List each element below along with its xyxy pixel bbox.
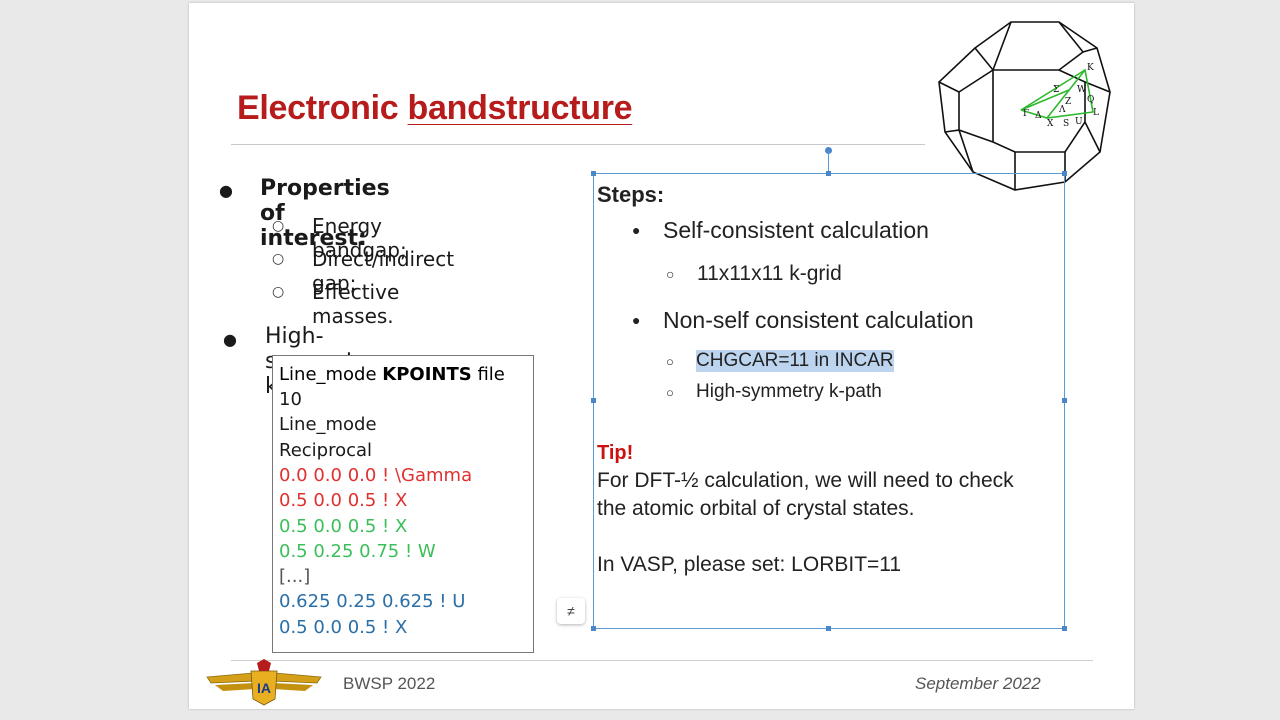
sub-bullet-circle: ○	[666, 266, 675, 282]
steps-heading: Steps:	[597, 182, 665, 207]
resize-handle-bc[interactable]	[826, 626, 831, 631]
step-kgrid: 11x11x11 k-grid	[697, 262, 842, 285]
k-path-lines	[1020, 68, 1094, 119]
sub-item-energy-bandgap: Energy bandgap;	[312, 214, 407, 262]
sub-bullet-circle: ○	[666, 354, 674, 369]
footer-event: BWSP 2022	[343, 674, 436, 693]
bullet-dot: ●	[219, 181, 233, 200]
rotate-handle[interactable]	[825, 147, 832, 154]
label-u: U	[1075, 117, 1083, 127]
label-q: Q	[1087, 95, 1094, 105]
label-lambda: Λ	[1058, 105, 1066, 115]
kpoints-line: Line_mode	[279, 414, 377, 436]
label-gamma: Γ	[1023, 109, 1029, 119]
kpoints-line: 10	[279, 389, 302, 410]
title-word-bandstructure: bandstructure	[407, 89, 633, 127]
step-self-consistent: Self-consistent calculation	[663, 217, 929, 243]
bullet-dot: ●	[223, 330, 237, 349]
resize-handle-tl[interactable]	[591, 171, 596, 176]
slide: Electronic bandstructure K W	[189, 3, 1134, 709]
resize-handle-tr[interactable]	[1062, 171, 1067, 176]
sub-bullet-circle: ○	[272, 218, 285, 234]
slide-title: Electronic bandstructure	[237, 89, 633, 128]
kpoints-line: [...]	[279, 566, 311, 588]
resize-handle-mr[interactable]	[1062, 398, 1067, 403]
label-s: S	[1063, 119, 1069, 129]
tip-line-2: the atomic orbital of crystal states.	[597, 497, 915, 520]
step-high-symmetry-kpath: High-symmetry k-path	[696, 381, 882, 402]
kpoints-line: 0.625 0.25 0.625 ! U	[279, 591, 466, 613]
rotate-handle-line	[828, 151, 829, 173]
bullet-dot: ●	[632, 312, 641, 328]
kpoints-header-suffix: file	[471, 364, 505, 385]
label-w: W	[1077, 85, 1087, 95]
resize-handle-br[interactable]	[1062, 626, 1067, 631]
polyhedron-edges	[938, 21, 1111, 191]
kpoints-line: 0.5 0.0 0.5 ! X	[279, 616, 408, 638]
bullet-dot: ●	[632, 222, 641, 238]
brillouin-zone-image[interactable]: K W Q L U S X Σ Δ Λ Γ Z	[935, 12, 1115, 192]
title-divider	[231, 144, 925, 145]
sub-bullet-circle: ○	[666, 385, 674, 400]
footer-divider	[231, 660, 1093, 661]
sub-bullet-circle: ○	[272, 251, 285, 267]
strikethrough-icon: ≠	[567, 603, 575, 619]
footer-date: September 2022	[915, 674, 1041, 693]
label-delta: Δ	[1035, 111, 1042, 121]
tip-line-3: In VASP, please set: LORBIT=11	[597, 553, 902, 576]
step-non-self-consistent: Non-self consistent calculation	[663, 307, 974, 333]
label-sigma: Σ	[1053, 85, 1059, 95]
resize-handle-tc[interactable]	[826, 171, 831, 176]
bullet-properties: Properties of interest:	[260, 176, 390, 251]
kpoints-line: 0.5 0.0 0.5 ! X	[279, 515, 408, 537]
kpoints-line: Reciprocal	[279, 439, 373, 461]
kpoints-header-bold: KPOINTS	[382, 364, 472, 385]
k-point-labels: K W Q L U S X Σ Δ Λ Γ Z	[1023, 63, 1099, 129]
ita-logo: IA	[206, 659, 322, 706]
label-z: Z	[1065, 97, 1071, 107]
step-chgcar-selected-text[interactable]: CHGCAR=11 in INCAR	[696, 350, 894, 372]
label-x: X	[1047, 119, 1054, 129]
kpoints-line: 0.5 0.25 0.75 ! W	[279, 540, 436, 562]
sub-item-direct-indirect-gap: Direct/indirect gap;	[312, 247, 455, 295]
kpoints-line: 0.5 0.0 0.5 ! X	[279, 490, 408, 512]
title-word-electronic: Electronic	[237, 89, 399, 127]
resize-handle-bl[interactable]	[591, 626, 596, 631]
label-k: K	[1087, 63, 1094, 73]
tip-label: Tip!	[597, 442, 634, 464]
sub-bullet-circle: ○	[272, 284, 285, 300]
tip-line-1: For DFT-½ calculation, we will need to c…	[597, 469, 1014, 492]
resize-handle-ml[interactable]	[591, 398, 596, 403]
kpoints-header-text: Line_mode	[279, 364, 383, 385]
steps-textbox[interactable]: Steps: ● Self-consistent calculation ○ 1…	[591, 171, 1067, 631]
kpoints-line: 0.0 0.0 0.0 ! \Gamma	[279, 464, 473, 486]
edit-options-button[interactable]: ≠	[557, 598, 585, 624]
kpoints-line-header: Line_mode KPOINTS file	[279, 364, 505, 385]
sub-item-effective-masses: Effective masses.	[312, 280, 400, 328]
label-l: L	[1093, 108, 1099, 118]
svg-text:IA: IA	[257, 680, 271, 696]
